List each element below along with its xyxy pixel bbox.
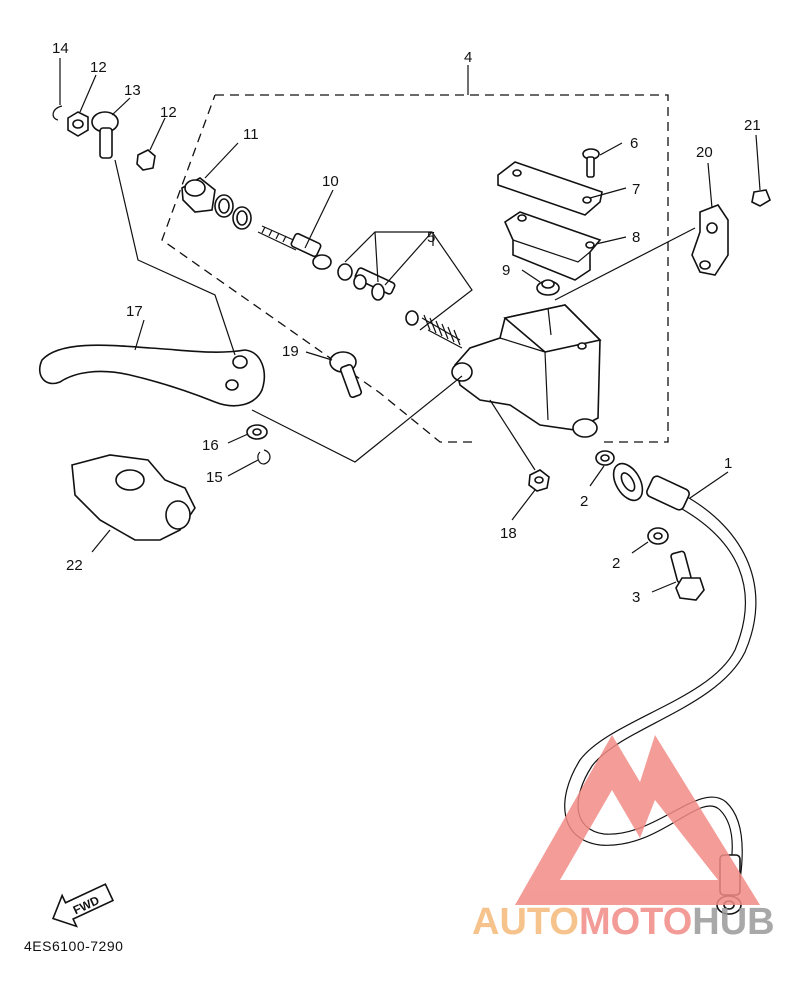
callout-19: 19 bbox=[282, 343, 299, 360]
callout-3: 3 bbox=[632, 589, 640, 606]
callout-4: 4 bbox=[464, 49, 472, 66]
lever-cover bbox=[71, 454, 196, 541]
assembly-outline bbox=[161, 94, 669, 443]
callout-5: 5 bbox=[427, 229, 435, 246]
callout-16: 16 bbox=[202, 437, 219, 454]
master-cylinder-body bbox=[451, 304, 602, 438]
callout-14: 14 bbox=[52, 40, 69, 57]
callout-2: 2 bbox=[580, 493, 588, 510]
callout-18: 18 bbox=[500, 525, 517, 542]
dust-boot bbox=[181, 177, 252, 230]
circlip-15 bbox=[257, 449, 271, 465]
reservoir-diaphragm bbox=[503, 211, 602, 281]
watermark-text-moto: MOTO bbox=[579, 901, 692, 943]
nut-12-left bbox=[67, 111, 89, 137]
callout-6: 6 bbox=[630, 135, 638, 152]
callout-7: 7 bbox=[632, 181, 640, 198]
watermark-logo: AUTOMOTOHUB bbox=[472, 735, 775, 943]
watermark-text-auto: AUTO bbox=[472, 901, 579, 943]
leader-lines bbox=[59, 58, 761, 593]
callout-13: 13 bbox=[124, 82, 141, 99]
lever-bolt-13 bbox=[91, 111, 119, 159]
holder-bracket bbox=[691, 204, 729, 276]
callout-12: 12 bbox=[90, 59, 107, 76]
push-rod bbox=[257, 225, 332, 270]
piston-kit bbox=[337, 263, 463, 349]
callout-15: 15 bbox=[206, 469, 223, 486]
nut-18 bbox=[528, 469, 550, 492]
callout-2: 2 bbox=[612, 555, 620, 572]
brake-hose bbox=[564, 462, 757, 915]
reservoir-cap bbox=[497, 161, 603, 216]
callout-1: 1 bbox=[724, 455, 732, 472]
fwd-arrow-icon: FWD bbox=[51, 883, 115, 928]
callout-20: 20 bbox=[696, 144, 713, 161]
pivot-bolt bbox=[329, 351, 363, 399]
brake-lever bbox=[38, 344, 266, 407]
circlip-14 bbox=[52, 105, 63, 121]
callout-12: 12 bbox=[160, 104, 177, 121]
watermark-text-hub: HUB bbox=[692, 901, 774, 943]
collar-12-right bbox=[136, 149, 156, 171]
union-bolt bbox=[670, 550, 705, 601]
svg-text:AUTOMOTOHUB: AUTOMOTOHUB bbox=[472, 901, 775, 943]
callout-labels: 14 12 13 12 4 11 10 5 6 7 8 9 20 21 1 2 … bbox=[52, 40, 761, 606]
screw-6 bbox=[582, 148, 600, 178]
callout-17: 17 bbox=[126, 303, 143, 320]
callout-11: 11 bbox=[243, 126, 259, 143]
diaphragm-9 bbox=[536, 279, 560, 296]
callout-22: 22 bbox=[66, 557, 83, 574]
callout-9: 9 bbox=[502, 262, 510, 279]
callout-8: 8 bbox=[632, 229, 640, 246]
diagram-code: 4ES6100-7290 bbox=[24, 938, 123, 954]
bolt-21 bbox=[727, 189, 771, 214]
callout-21: 21 bbox=[744, 117, 761, 134]
callout-10: 10 bbox=[322, 173, 339, 190]
watermark-logo-icon bbox=[515, 735, 760, 905]
